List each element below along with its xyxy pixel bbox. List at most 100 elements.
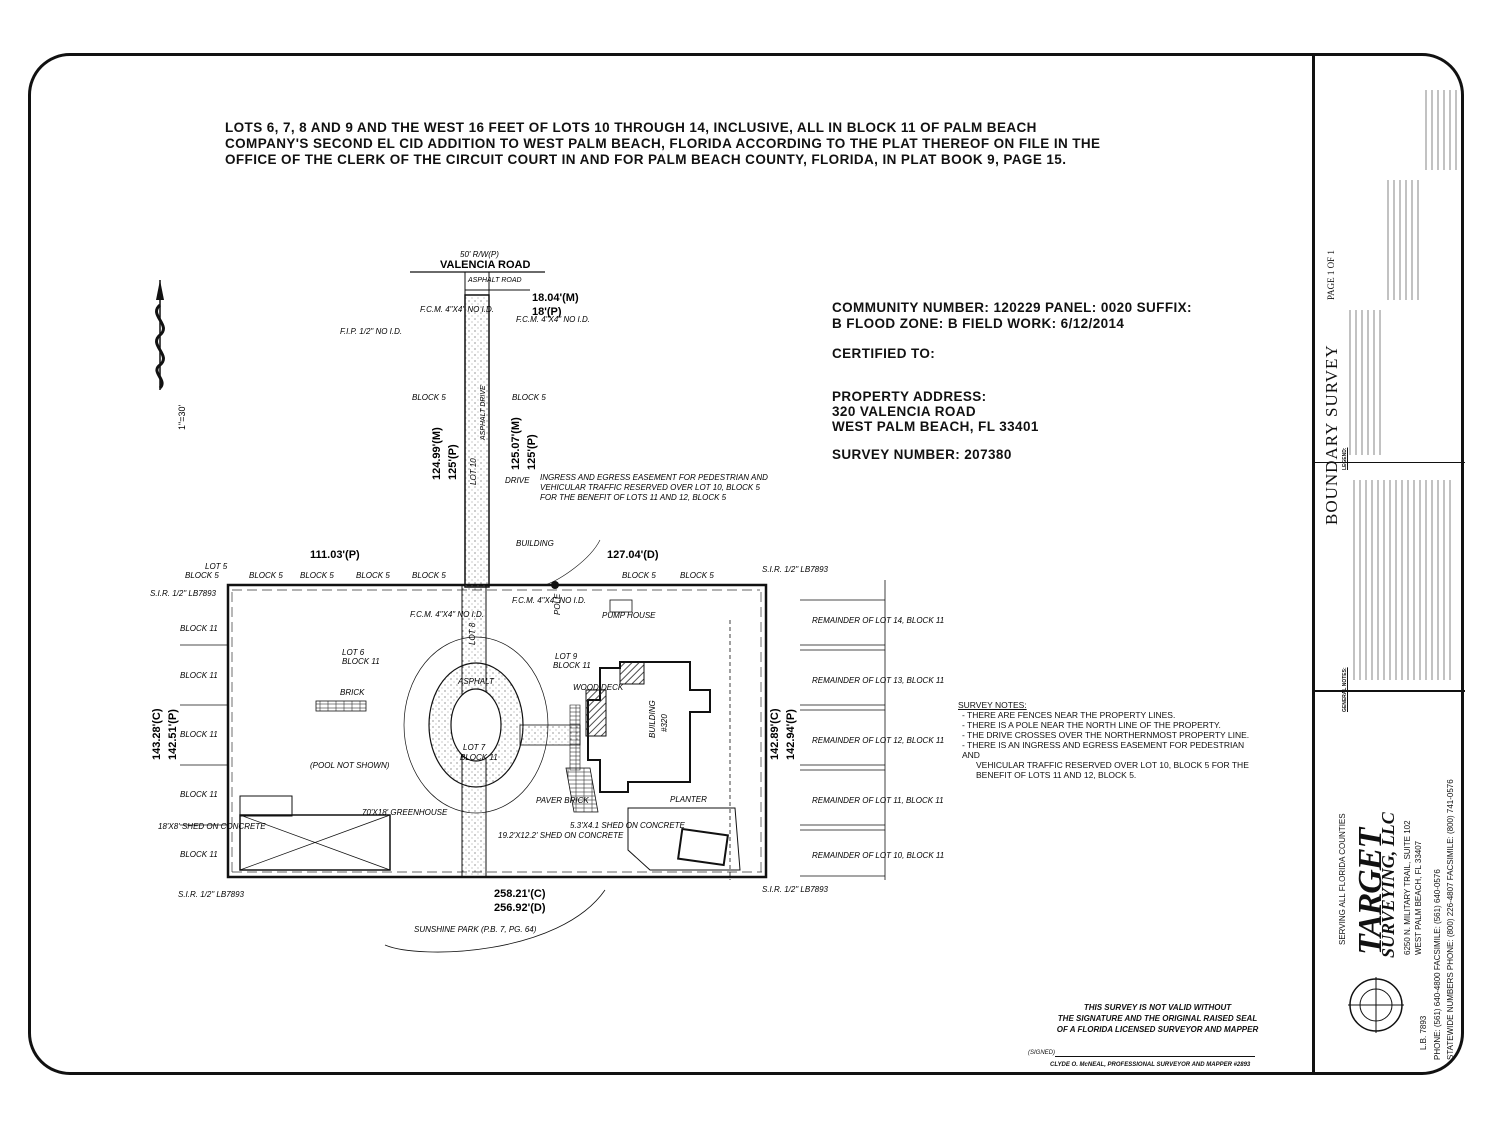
top-right-dim: 127.04'(D) bbox=[607, 549, 659, 561]
page-number: PAGE 1 OF 1 bbox=[1326, 250, 1336, 300]
asphalt-drive-label: ASPHALT DRIVE bbox=[480, 385, 487, 441]
statewide-phone: STATEWIDE NUMBERS PHONE: (800) 226-4807 … bbox=[1446, 779, 1455, 1060]
block-label: BLOCK 5 bbox=[412, 571, 446, 580]
surveyor-name: CLYDE O. McNEAL, PROFESSIONAL SURVEYOR A… bbox=[1050, 1062, 1251, 1068]
lot-5-north: LOT 5 bbox=[205, 562, 228, 571]
block-label: BLOCK 5 bbox=[249, 571, 283, 580]
drive-label: DRIVE bbox=[505, 476, 530, 485]
easement-note-2: VEHICULAR TRAFFIC RESERVED OVER LOT 10, … bbox=[540, 483, 760, 492]
legend-block bbox=[1349, 90, 1457, 455]
validity-line: THIS SURVEY IS NOT VALID WITHOUT bbox=[1083, 1003, 1232, 1012]
lot-6-label: LOT 6 bbox=[342, 648, 365, 657]
lot-10-label: LOT 10 bbox=[469, 458, 478, 485]
block-label: BLOCK 5 bbox=[622, 571, 656, 580]
house-building bbox=[587, 661, 711, 793]
planter bbox=[627, 807, 741, 871]
small-building bbox=[677, 827, 729, 867]
block-label: BLOCK 5 bbox=[512, 393, 546, 402]
fcm-northeast: F.C.M. 4"X4" NO I.D. bbox=[516, 315, 590, 324]
sir-northwest: S.I.R. 1/2" LB7893 bbox=[150, 589, 217, 598]
east-vert-m: 125.07'(M) bbox=[510, 417, 522, 470]
street-name: VALENCIA ROAD bbox=[440, 259, 531, 271]
remainder-11: REMAINDER OF LOT 11, BLOCK 11 bbox=[812, 796, 944, 805]
block-label: BLOCK 11 bbox=[180, 624, 218, 633]
brick-label: BRICK bbox=[340, 688, 365, 697]
pole-label: POLE bbox=[553, 593, 562, 615]
west-vert-p: 125'(P) bbox=[447, 444, 459, 480]
lot-7-block: BLOCK 11 bbox=[460, 753, 498, 762]
title-boundary-survey: BOUNDARY SURVEY bbox=[1322, 344, 1341, 525]
bottom-dim-d: 256.92'(D) bbox=[494, 902, 546, 914]
right-dim-c: 142.89'(C) bbox=[769, 708, 781, 760]
shed-2-label: 19.2'X12.2' SHED ON CONCRETE bbox=[498, 831, 624, 840]
property-boundary bbox=[226, 583, 768, 879]
company-phone: PHONE: (561) 640-4800 FACSIMILE: (561) 6… bbox=[1433, 869, 1442, 1060]
survey-note: - THERE IS AN INGRESS AND EGRESS EASEMEN… bbox=[962, 740, 1245, 760]
fcm-south-west: F.C.M. 4"X4" NO I.D. bbox=[410, 610, 484, 619]
shed-3-label: 5.3'X4.1 SHED ON CONCRETE bbox=[570, 821, 686, 830]
remainder-14: REMAINDER OF LOT 14, BLOCK 11 bbox=[812, 616, 944, 625]
east-vert-p: 125'(P) bbox=[526, 434, 538, 470]
block-label: BLOCK 5 bbox=[300, 571, 334, 580]
validity-line: THE SIGNATURE AND THE ORIGINAL RAISED SE… bbox=[1057, 1014, 1258, 1023]
target-logo-icon bbox=[1348, 977, 1404, 1033]
survey-note: - THERE IS A POLE NEAR THE NORTH LINE OF… bbox=[962, 720, 1221, 730]
north-dim-p: 18'(P) bbox=[532, 306, 562, 318]
right-dim-p: 142.94'(P) bbox=[785, 709, 797, 760]
address-line-2: WEST PALM BEACH, FL 33401 bbox=[832, 419, 1039, 434]
title-block-separator bbox=[1315, 690, 1465, 692]
greenhouse bbox=[239, 814, 391, 871]
general-notes-block bbox=[1353, 480, 1451, 680]
company-address-1: 6250 N. MILITARY TRAIL, SUITE 102 bbox=[1403, 820, 1412, 955]
company-name-2: SURVEYING, LLC bbox=[1378, 812, 1398, 958]
address-line-1: 320 VALENCIA ROAD bbox=[832, 404, 977, 419]
legal-description: LOTS 6, 7, 8 AND 9 AND THE WEST 16 FEET … bbox=[225, 120, 1101, 167]
sunshine-park-label: SUNSHINE PARK (P.B. 7, PG. 64) bbox=[414, 925, 537, 934]
left-dim-c: 143.28'(C) bbox=[151, 708, 163, 760]
survey-notes: SURVEY NOTES: - THERE ARE FENCES NEAR TH… bbox=[958, 700, 1258, 780]
lot-9-label: LOT 9 bbox=[555, 652, 578, 661]
lot-8-label: LOT 8 bbox=[468, 622, 477, 645]
remainder-10: REMAINDER OF LOT 10, BLOCK 11 bbox=[812, 851, 944, 860]
company-address-2: WEST PALM BEACH, FL 33407 bbox=[1414, 840, 1423, 955]
lot-9-block: BLOCK 11 bbox=[553, 661, 591, 670]
property-address-label: PROPERTY ADDRESS: bbox=[832, 389, 987, 404]
block-label: BLOCK 11 bbox=[180, 790, 218, 799]
asphalt-label: ASPHALT bbox=[457, 677, 495, 686]
easement-strip bbox=[464, 294, 490, 588]
lb-number: L.B. 7893 bbox=[1419, 1015, 1428, 1050]
fcm-south-east: F.C.M. 4"X4" NO I.D. bbox=[512, 596, 586, 605]
serving-counties: SERVING ALL FLORIDA COUNTIES bbox=[1338, 813, 1347, 945]
brick-area bbox=[315, 700, 367, 712]
title-block-separator bbox=[1315, 462, 1465, 463]
signature-line bbox=[1055, 1056, 1255, 1057]
scale-label: 1"=30' bbox=[177, 405, 187, 430]
survey-number: SURVEY NUMBER: 207380 bbox=[832, 447, 1012, 462]
left-dim-p: 142.51'(P) bbox=[167, 709, 179, 760]
block-label: BLOCK 5 bbox=[412, 393, 446, 402]
survey-note: - THERE ARE FENCES NEAR THE PROPERTY LIN… bbox=[962, 710, 1176, 720]
community-line-1: COMMUNITY NUMBER: 120229 PANEL: 0020 SUF… bbox=[832, 300, 1192, 315]
block-label: BLOCK 11 bbox=[180, 730, 218, 739]
pole-icon bbox=[551, 581, 559, 589]
block-label: BLOCK 5 bbox=[185, 571, 219, 580]
certified-to: CERTIFIED TO: bbox=[832, 346, 936, 361]
block-label: BLOCK 5 bbox=[680, 571, 714, 580]
remainder-13: REMAINDER OF LOT 13, BLOCK 11 bbox=[812, 676, 944, 685]
building-north-label: BUILDING bbox=[516, 539, 554, 548]
easement-note-3: FOR THE BENEFIT OF LOTS 11 AND 12, BLOCK… bbox=[540, 493, 727, 502]
lot-7-label: LOT 7 bbox=[463, 743, 486, 752]
drawing-border bbox=[28, 53, 1464, 1075]
lot-6-block: BLOCK 11 bbox=[342, 657, 380, 666]
pool-note: (POOL NOT SHOWN) bbox=[310, 761, 390, 770]
survey-note: - THE DRIVE CROSSES OVER THE NORTHERNMOS… bbox=[962, 730, 1250, 740]
planter-label: PLANTER bbox=[670, 795, 707, 804]
title-block-divider bbox=[1312, 53, 1315, 1075]
sir-southeast: S.I.R. 1/2" LB7893 bbox=[762, 885, 829, 894]
west-vert-m: 124.99'(M) bbox=[431, 427, 443, 480]
asphalt-road-label: ASPHALT ROAD bbox=[467, 277, 522, 284]
sir-northeast: S.I.R. 1/2" LB7893 bbox=[762, 565, 829, 574]
easement-note-1: INGRESS AND EGRESS EASEMENT FOR PEDESTRI… bbox=[540, 473, 768, 482]
pump-house-label: PUMP HOUSE bbox=[602, 611, 656, 620]
greenhouse-label: 70'X18' GREENHOUSE bbox=[362, 808, 448, 817]
